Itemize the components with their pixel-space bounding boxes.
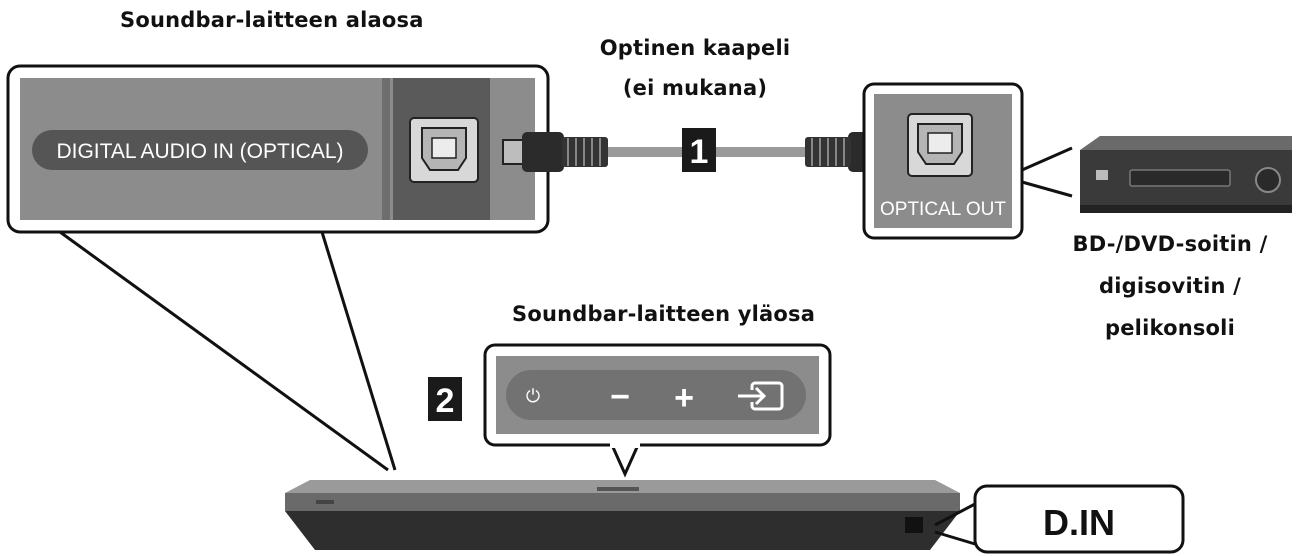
cable-title: Optinen kaapeli <box>599 36 791 60</box>
volume-up-button-icon[interactable]: + <box>674 379 694 417</box>
step-2-badge <box>428 377 462 421</box>
volume-down-button-icon[interactable]: − <box>610 378 630 416</box>
optical-in-port-icon <box>409 117 479 183</box>
svg-text:1: 1 <box>690 133 709 171</box>
cable-note: (ei mukana) <box>622 76 768 100</box>
device-label-line3: pelikonsoli <box>1105 316 1235 340</box>
top-view-title: Soundbar-laitteen yläosa <box>512 302 816 326</box>
svg-text:2: 2 <box>436 382 455 420</box>
port-label-pill <box>32 130 368 170</box>
display-text: D.IN <box>1043 502 1115 543</box>
optical-out-panel: OPTICAL OUT <box>862 82 1073 240</box>
bottom-view-title: Soundbar-laitteen alaosa <box>120 8 424 32</box>
optical-out-port-icon <box>907 113 973 177</box>
display-callout: D.IN <box>934 484 1185 554</box>
step-1-badge <box>682 128 716 172</box>
soundbar-icon <box>285 480 960 550</box>
soundbar-bottom-panel: DIGITAL AUDIO IN (OPTICAL) <box>6 64 550 234</box>
source-button-icon[interactable] <box>738 381 784 411</box>
bd-dvd-player-icon <box>1080 136 1292 213</box>
power-button-icon[interactable]: ⏻ <box>526 386 540 406</box>
device-label-line2: digisovitin / <box>1098 274 1242 298</box>
port-label-text: DIGITAL AUDIO IN (OPTICAL) <box>56 140 343 163</box>
soundbar-top-panel: ⏻ − + <box>483 343 832 478</box>
device-label-line1: BD-/DVD-soitin / <box>1072 232 1268 256</box>
optical-out-label: OPTICAL OUT <box>880 199 1006 220</box>
